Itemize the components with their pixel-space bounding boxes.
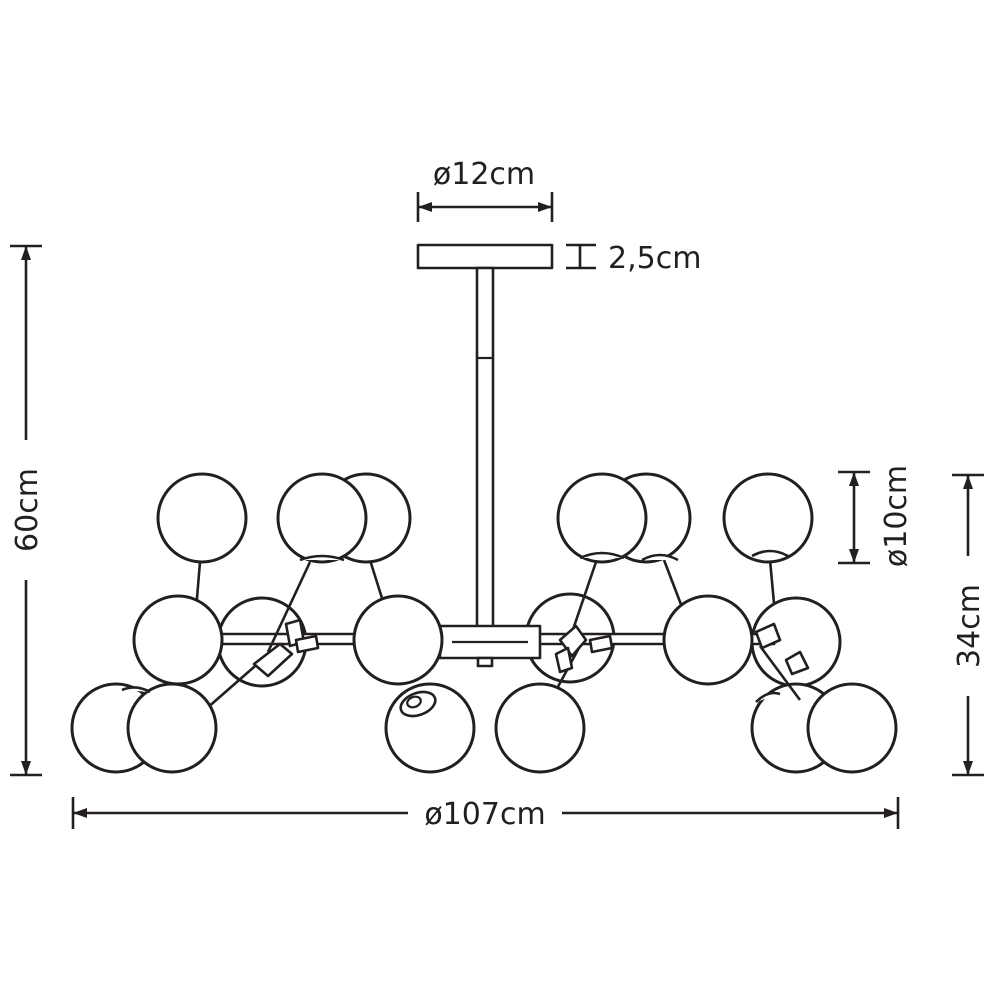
total-diameter-label: ø107cm xyxy=(424,797,545,832)
globe-mid-right xyxy=(662,594,754,686)
body-height-label: 34cm xyxy=(952,584,987,668)
canopy-height-dimension: 2,5cm xyxy=(566,241,701,276)
total-diameter-dimension: ø107cm xyxy=(71,797,900,832)
globe-lower-left xyxy=(126,682,218,774)
socket-upper-right-center xyxy=(579,551,625,560)
canopy-height-label: 2,5cm xyxy=(608,241,701,276)
socket-upper-left-center xyxy=(299,554,345,562)
globe-upper-left xyxy=(156,472,248,564)
globe-diameter-label: ø10cm xyxy=(879,465,914,567)
globe-lower-center-right xyxy=(494,682,586,774)
total-height-label: 60cm xyxy=(10,468,45,552)
canopy-diameter-label: ø12cm xyxy=(433,157,535,192)
globe-mid-left xyxy=(132,594,224,686)
globe-upper-right-center xyxy=(556,472,648,564)
socket-lower-right xyxy=(755,691,781,703)
arm-joints xyxy=(252,618,810,678)
globe-diameter-dimension: ø10cm xyxy=(838,465,914,567)
globe-upper-right xyxy=(722,472,814,564)
ceiling-canopy xyxy=(416,243,554,270)
globe-upper-left-center xyxy=(276,472,368,564)
globe-mid-center-left xyxy=(352,594,444,686)
socket-upper-right xyxy=(751,549,789,558)
canopy-diameter-dimension: ø12cm xyxy=(416,157,554,222)
chandelier xyxy=(70,243,898,774)
socket-lower-left xyxy=(121,686,151,694)
globe-lower-right xyxy=(806,682,898,774)
total-height-dimension: 60cm xyxy=(10,244,45,777)
socket-upper-right-2 xyxy=(641,553,679,562)
suspension-rod xyxy=(475,266,495,632)
body-height-dimension: 34cm xyxy=(952,473,987,777)
